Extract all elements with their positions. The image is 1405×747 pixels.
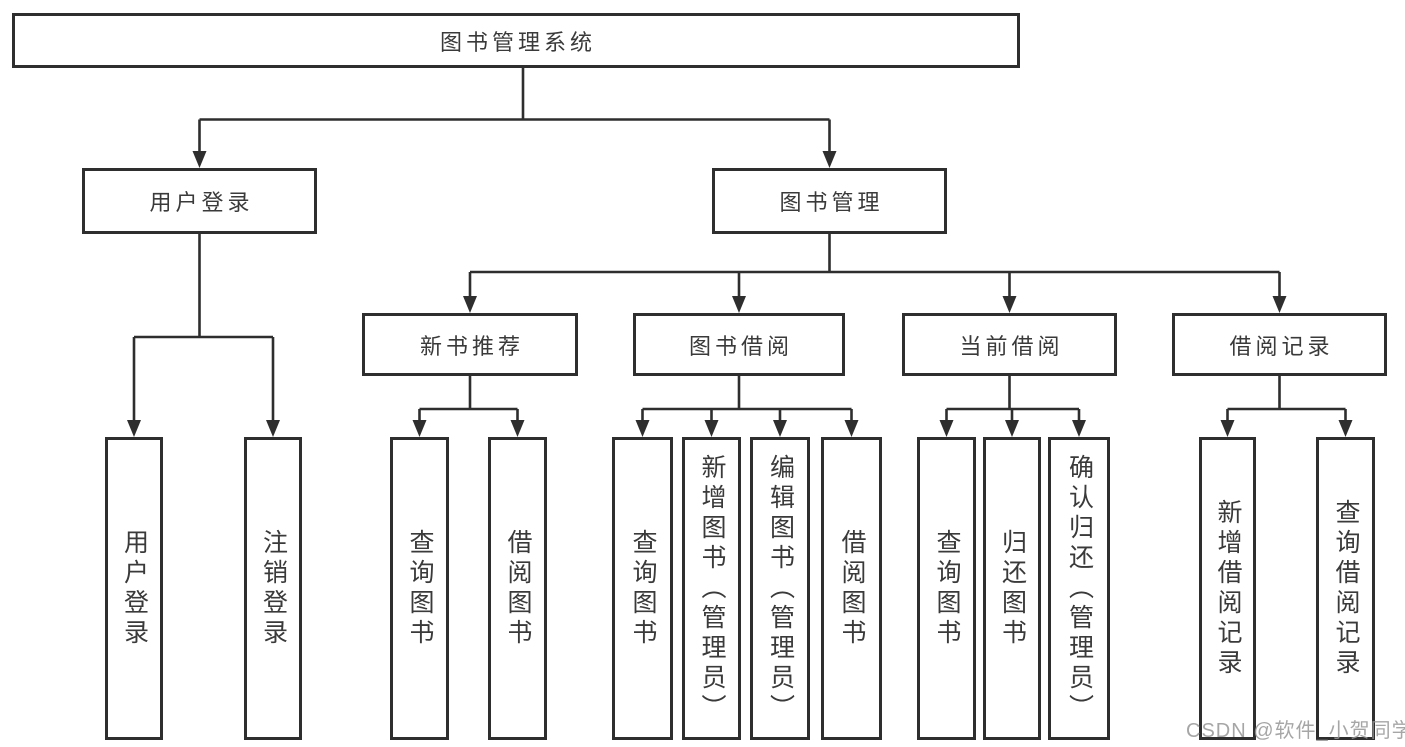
node-label: 用户登录 xyxy=(120,528,149,649)
leaf-user-login: 用户登录 xyxy=(105,437,163,740)
node-label: 新书推荐 xyxy=(419,333,524,359)
leaf-newbook-query-books: 查询图书 xyxy=(390,437,449,740)
leaf-logout-login: 注销登录 xyxy=(244,437,302,740)
node-label: 用户登录 xyxy=(149,190,254,215)
node-label: 图书管理 xyxy=(779,190,884,215)
branch-book-management: 图书管理 xyxy=(712,168,947,234)
node-label: 当前借阅 xyxy=(959,333,1064,359)
leaf-records-query-borrow-record: 查询借阅记录 xyxy=(1316,437,1375,740)
node-label: 查询借阅记录 xyxy=(1332,498,1360,679)
csdn-watermark: CSDN @软件_小贺同学 xyxy=(1186,720,1405,742)
node-label: 注销登录 xyxy=(259,528,288,649)
node-label: 查询图书 xyxy=(933,528,961,649)
node-label: 图书借阅 xyxy=(688,333,793,359)
node-label: 查询图书 xyxy=(629,528,657,649)
node-root: 图书管理系统 xyxy=(12,13,1020,68)
leaf-current-query-books: 查询图书 xyxy=(917,437,976,740)
node-current-borrowing: 当前借阅 xyxy=(902,313,1117,376)
node-label: 借阅记录 xyxy=(1229,333,1334,359)
node-label: 借阅图书 xyxy=(838,528,866,649)
node-label: 图书管理系统 xyxy=(439,29,596,55)
node-label: 确认归还（管理员） xyxy=(1065,453,1094,724)
node-label: 新增图书（管理员） xyxy=(698,453,726,724)
node-label: 归还图书 xyxy=(998,528,1027,649)
node-label: 借阅图书 xyxy=(504,528,532,649)
leaf-borrow-borrow-books: 借阅图书 xyxy=(821,437,882,740)
leaf-current-confirm-return-admin: 确认归还（管理员） xyxy=(1048,437,1110,740)
leaf-borrow-edit-books-admin: 编辑图书（管理员） xyxy=(750,437,810,740)
node-new-book-recommendation: 新书推荐 xyxy=(362,313,578,376)
node-label: 查询图书 xyxy=(406,528,434,649)
leaf-borrow-add-books-admin: 新增图书（管理员） xyxy=(682,437,741,740)
leaf-current-return-books: 归还图书 xyxy=(983,437,1041,740)
leaf-records-add-borrow-record: 新增借阅记录 xyxy=(1199,437,1256,740)
leaf-newbook-borrow-books: 借阅图书 xyxy=(488,437,547,740)
node-borrowing-records: 借阅记录 xyxy=(1172,313,1387,376)
node-book-borrowing: 图书借阅 xyxy=(633,313,845,376)
node-label: 编辑图书（管理员） xyxy=(766,453,795,724)
leaf-borrow-query-books: 查询图书 xyxy=(612,437,673,740)
branch-user-login: 用户登录 xyxy=(82,168,317,234)
node-label: 新增借阅记录 xyxy=(1214,498,1242,679)
